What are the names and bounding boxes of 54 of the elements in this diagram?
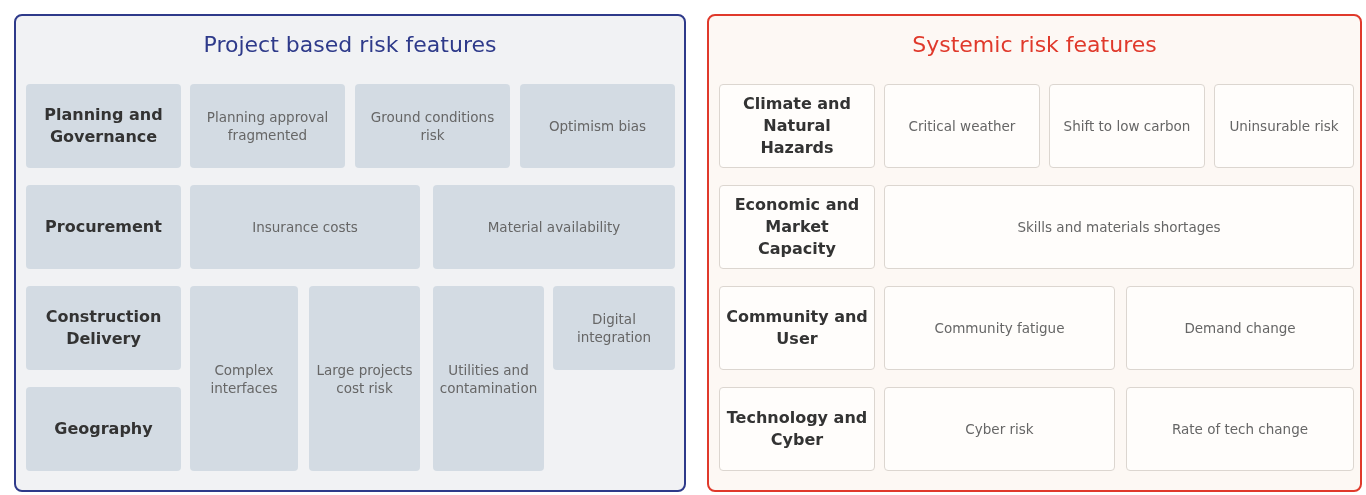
risk-feature-text: Cyber risk — [965, 420, 1034, 438]
category-name: Economic and Market Capacity — [733, 194, 861, 260]
risk-feature-text: Large projects cost risk — [315, 360, 414, 397]
category-name: Technology and Cyber — [726, 407, 868, 451]
risk-feature-card — [190, 185, 420, 269]
risk-feature-text: Community fatigue — [934, 319, 1065, 337]
category-label-card — [719, 387, 875, 471]
risk-feature-card — [1126, 286, 1354, 370]
category-name: Procurement — [45, 216, 162, 238]
risk-feature-card — [1126, 387, 1354, 471]
risk-feature-text: Insurance costs — [252, 218, 358, 236]
risk-feature-text: Critical weather — [908, 117, 1016, 135]
panel-title: Project based risk features — [202, 32, 498, 57]
category-label-card — [26, 84, 181, 168]
risk-feature-text: Demand change — [1184, 319, 1296, 337]
risk-feature-text: Shift to low carbon — [1063, 117, 1191, 135]
panel-title: Systemic risk features — [911, 32, 1158, 57]
category-label-card — [26, 286, 181, 370]
risk-feature-card — [884, 286, 1115, 370]
risk-feature-card — [520, 84, 675, 168]
risk-feature-card — [355, 84, 510, 168]
risk-feature-text: Utilities and contamination — [439, 360, 538, 397]
category-name: Climate and Natural Hazards — [742, 93, 852, 159]
risk-feature-card — [190, 84, 345, 168]
risk-feature-text: Rate of tech change — [1171, 420, 1309, 438]
risk-feature-card — [553, 286, 675, 370]
risk-feature-card — [884, 84, 1040, 168]
risk-feature-card — [884, 185, 1354, 269]
risk-feature-text: Ground conditions risk — [369, 108, 496, 144]
category-label-card — [719, 84, 875, 168]
category-label-card — [719, 185, 875, 269]
risk-feature-text: Optimism bias — [548, 117, 647, 135]
risk-feature-text: Material availability — [487, 218, 621, 236]
category-name: Geography — [54, 418, 153, 440]
risk-feature-card — [1214, 84, 1354, 168]
risk-feature-card — [433, 185, 675, 269]
category-name: Construction Delivery — [44, 306, 163, 350]
risk-feature-card — [190, 286, 298, 471]
risk-feature-text: Uninsurable risk — [1229, 117, 1339, 135]
risk-feature-card — [1049, 84, 1205, 168]
risk-feature-card — [884, 387, 1115, 471]
category-name: Community and User — [726, 306, 868, 350]
category-panel — [707, 14, 1362, 492]
risk-feature-text: Skills and materials shortages — [1017, 218, 1221, 236]
category-label-card — [26, 185, 181, 269]
risk-feature-text: Digital integration — [575, 310, 653, 346]
risk-feature-card — [309, 286, 420, 471]
risk-feature-text: Complex interfaces — [209, 360, 279, 397]
risk-feature-text: Planning approval fragmented — [205, 108, 330, 144]
category-label-card — [26, 387, 181, 471]
category-label-card — [719, 286, 875, 370]
category-name: Planning and Governance — [43, 104, 164, 148]
risk-feature-card — [433, 286, 544, 471]
category-panel — [14, 14, 686, 492]
